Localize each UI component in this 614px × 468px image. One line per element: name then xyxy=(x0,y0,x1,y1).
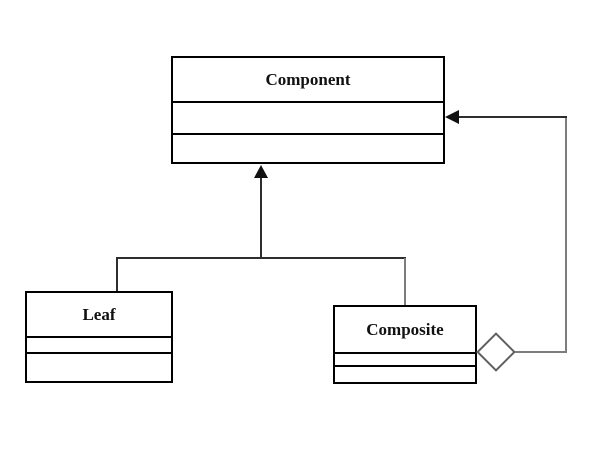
composite-attributes-compartment xyxy=(335,354,475,367)
leaf-operations-compartment xyxy=(27,354,171,381)
class-box-composite: Composite xyxy=(333,305,477,384)
inheritance-arrow-shaft xyxy=(260,177,262,258)
composite-operations-compartment xyxy=(335,367,475,382)
class-name-component: Component xyxy=(173,58,443,103)
leaf-attributes-compartment xyxy=(27,338,171,354)
aggregation-right-vertical-line xyxy=(565,116,567,353)
aggregation-bottom-horizontal-line xyxy=(513,351,567,353)
inheritance-drop-to-composite xyxy=(404,258,406,305)
class-name-composite: Composite xyxy=(335,307,475,354)
class-box-leaf: Leaf xyxy=(25,291,173,383)
component-operations-compartment xyxy=(173,135,443,162)
class-box-component: Component xyxy=(171,56,445,164)
aggregation-diamond-icon xyxy=(476,332,516,372)
aggregation-arrowhead-icon xyxy=(445,110,459,124)
inheritance-arrowhead-icon xyxy=(254,165,268,178)
inheritance-drop-to-leaf xyxy=(116,258,118,291)
aggregation-top-horizontal-line xyxy=(458,116,567,118)
class-name-leaf: Leaf xyxy=(27,293,171,338)
component-attributes-compartment xyxy=(173,103,443,135)
inheritance-horizontal-line xyxy=(116,257,406,259)
